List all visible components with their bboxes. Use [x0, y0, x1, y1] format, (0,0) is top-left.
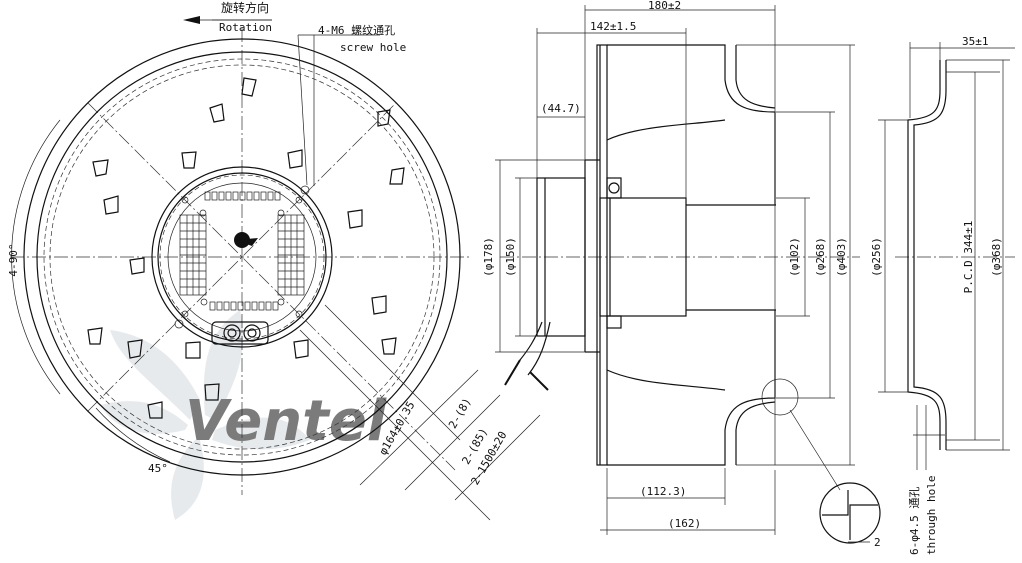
rotation-label-en: Rotation — [219, 21, 272, 34]
watermark-brand: Ventel — [185, 389, 387, 454]
fastener — [606, 177, 622, 329]
motor-logo-icon — [234, 232, 258, 248]
side-view: 180±2 142±1.5 (44.7) (φ178) (φ150) (φ102… — [482, 0, 881, 549]
ring-dimensions — [878, 42, 1015, 470]
detail-view — [819, 482, 881, 544]
dim-112-3-label: (112.3) — [640, 485, 686, 498]
ring-view: 35±1 (φ256) P.C.D 344±1 (φ368) 6-φ4.5 通孔… — [870, 35, 1015, 555]
angle-arc-45 — [95, 407, 171, 463]
dim-142-label: 142±1.5 — [590, 20, 636, 33]
angle-45-label: 45° — [148, 462, 168, 475]
blade-cutouts — [87, 77, 405, 419]
motor-hub — [151, 166, 333, 348]
cooling-slots-sides — [179, 214, 305, 296]
through-hole-label-cn: 6-φ4.5 通孔 — [908, 487, 921, 555]
dim-268-label: (φ268) — [814, 237, 827, 277]
detail-2-label: 2 — [874, 536, 881, 549]
dim-102-label: (φ102) — [788, 237, 801, 277]
side-cable — [504, 321, 551, 391]
through-hole-label-en: through hole — [925, 476, 938, 555]
watermark: Ventel — [100, 310, 387, 520]
outer-rim — [23, 38, 461, 476]
screw-hole-label-cn: 4-M6 螺纹通孔 — [318, 23, 395, 37]
rotation-label-cn: 旋转方向 — [221, 0, 269, 15]
fan-logo-icon — [100, 310, 310, 520]
pcd-344-label: P.C.D 344±1 — [962, 221, 975, 294]
front-plate — [596, 44, 608, 466]
rotation-arrow-icon — [183, 16, 200, 24]
dim-180-label: 180±2 — [648, 0, 681, 12]
side-dimensions — [495, 5, 855, 535]
impeller-top — [606, 44, 776, 205]
screw-hole-label-en: screw hole — [340, 41, 406, 54]
dim-35-label: 35±1 — [962, 35, 989, 48]
dim-44-7-label: (44.7) — [541, 102, 581, 115]
impeller-bottom — [606, 310, 776, 466]
motor-body — [536, 159, 776, 353]
dim-162-label: (162) — [668, 517, 701, 530]
dim-403-label: (φ403) — [835, 237, 848, 277]
cooling-slots-top — [204, 191, 281, 311]
angle-arc-90 — [11, 119, 61, 395]
cable-glands — [211, 321, 269, 345]
dim-256-label: (φ256) — [870, 237, 883, 277]
angle-90-label: 4-90° — [7, 243, 20, 276]
hub-screw-holes — [174, 185, 310, 329]
dim-150-label: (φ150) — [504, 237, 517, 277]
dim-368-label: (φ368) — [990, 237, 1003, 277]
dim-178-label: (φ178) — [482, 237, 495, 277]
inlet-ring — [907, 60, 941, 450]
